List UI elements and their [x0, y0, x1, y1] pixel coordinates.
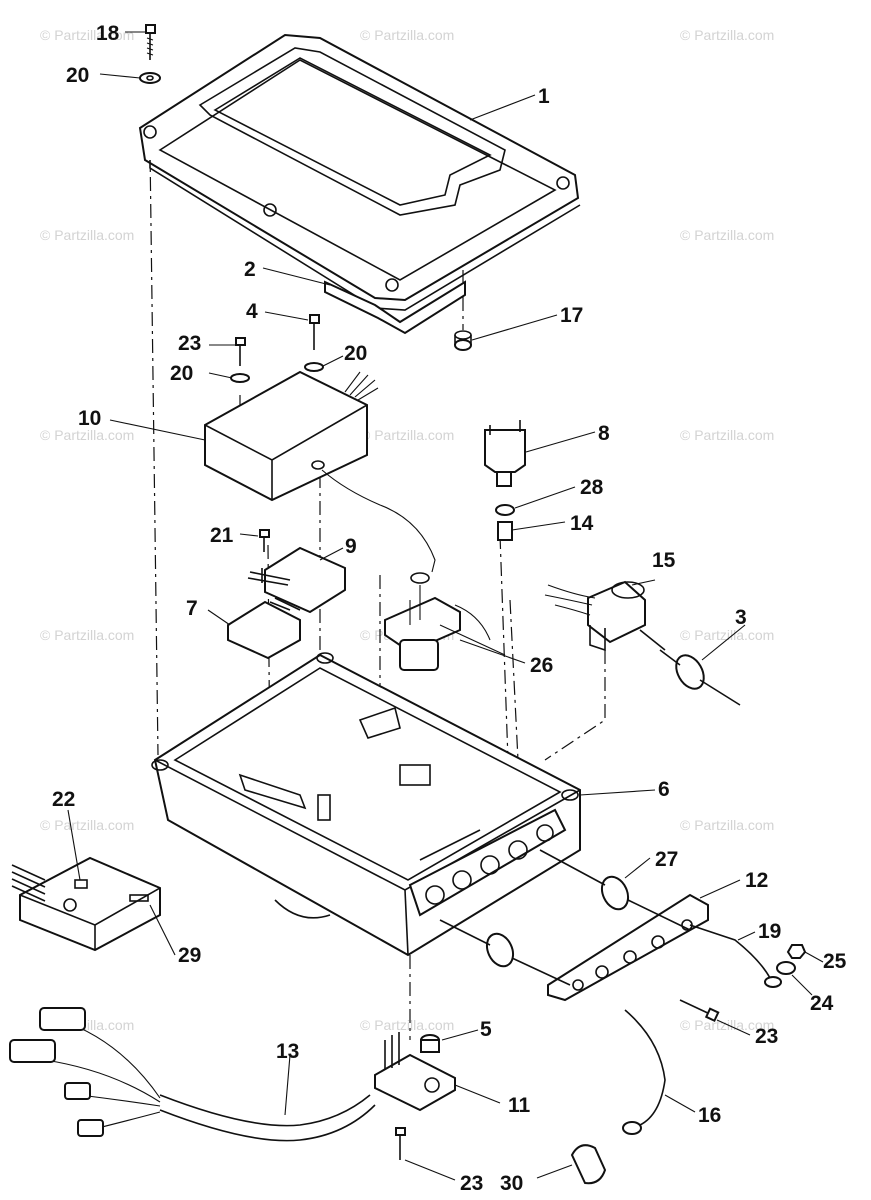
callout-20: 20: [66, 64, 89, 87]
callout-24: 24: [810, 992, 834, 1015]
callout-15: 15: [652, 549, 676, 572]
part-25-nut: [786, 944, 807, 959]
part-2-gasket: [324, 280, 466, 335]
part-18-screw: [145, 24, 156, 60]
part-20-washer: [304, 362, 324, 372]
callout-20: 20: [170, 362, 193, 385]
part-24-washer: [776, 961, 796, 975]
callout-23: 23: [755, 1025, 778, 1048]
callout-30: 30: [500, 1172, 523, 1195]
callout-14: 14: [570, 512, 594, 535]
callout-25: 25: [823, 950, 847, 973]
part-11-bracket: [374, 1032, 456, 1112]
callout-12: 12: [745, 869, 768, 892]
watermark: © Partzilla.com: [40, 627, 134, 643]
part-13-harness: [9, 1007, 376, 1142]
part-30-cap: [570, 1144, 607, 1185]
callout-27: 27: [655, 848, 678, 871]
callout-labels: 18 20 1 2 4 17 23 20 20 10 8 28 14 21 9 …: [52, 22, 847, 1195]
callout-19: 19: [758, 920, 781, 943]
callout-29: 29: [178, 944, 201, 967]
part-26-solenoid: [384, 572, 506, 671]
part-3-boot: [659, 649, 741, 706]
leader-lines: [67, 31, 824, 1181]
part-7-regulator: [227, 597, 301, 660]
part-12-plate: [547, 893, 709, 1002]
watermark: © Partzilla.com: [680, 627, 774, 643]
part-14-nut: [497, 521, 513, 541]
watermark: © Partzilla.com: [360, 1017, 454, 1033]
watermark: © Partzilla.com: [680, 27, 774, 43]
part-28-o-ring: [495, 504, 515, 516]
part-5-plug: [420, 1034, 440, 1053]
part-29-terminal-block: [11, 856, 161, 952]
callout-20: 20: [344, 342, 367, 365]
callout-23: 23: [178, 332, 201, 355]
watermark: © Partzilla.com: [360, 427, 454, 443]
watermark: © Partzilla.com: [40, 817, 134, 833]
part-10-module: [204, 370, 436, 573]
watermark: © Partzilla.com: [40, 427, 134, 443]
callout-17: 17: [560, 304, 583, 327]
callout-21: 21: [210, 524, 234, 547]
callout-3: 3: [735, 606, 747, 629]
callout-13: 13: [276, 1040, 299, 1063]
part-15-coil: [544, 580, 666, 652]
part-1-cover: [138, 33, 581, 311]
part-23-screw: [235, 337, 246, 366]
callout-5: 5: [480, 1018, 492, 1041]
callout-16: 16: [698, 1104, 721, 1127]
callout-1: 1: [538, 85, 550, 108]
callout-26: 26: [530, 654, 553, 677]
part-17-spacer: [454, 330, 472, 351]
callout-7: 7: [186, 597, 198, 620]
watermark: © Partzilla.com: [40, 227, 134, 243]
part-27-grommet: [539, 849, 691, 931]
callout-10: 10: [78, 407, 101, 430]
part-8-switch: [484, 420, 526, 487]
callout-6: 6: [658, 778, 670, 801]
watermark: © Partzilla.com: [680, 227, 774, 243]
part-20-washer: [139, 72, 161, 84]
callout-18: 18: [96, 22, 120, 45]
watermark: © Partzilla.com: [40, 27, 134, 43]
part-9-rectifier: [247, 546, 346, 614]
part-6-housing: [151, 652, 581, 957]
callout-8: 8: [598, 422, 610, 445]
plate-flange: [408, 808, 567, 917]
part-19-wire: [689, 924, 782, 988]
watermark: © Partzilla.com: [680, 817, 774, 833]
watermark: © Partzilla.com: [360, 27, 454, 43]
callout-11: 11: [508, 1094, 531, 1117]
part-21-screw: [259, 529, 270, 552]
part-16-ground-wire: [622, 1009, 666, 1135]
part-4-screw: [309, 314, 320, 350]
callout-4: 4: [246, 300, 258, 323]
part-20-washer: [230, 373, 250, 383]
callout-2: 2: [244, 258, 256, 281]
callout-22: 22: [52, 788, 75, 811]
part-23-screw: [679, 999, 720, 1022]
grommet-lower: [439, 919, 571, 986]
callout-9: 9: [345, 535, 357, 558]
callout-23: 23: [460, 1172, 483, 1195]
callout-28: 28: [580, 476, 604, 499]
part-23-screw: [395, 1127, 406, 1160]
watermark: © Partzilla.com: [680, 427, 774, 443]
